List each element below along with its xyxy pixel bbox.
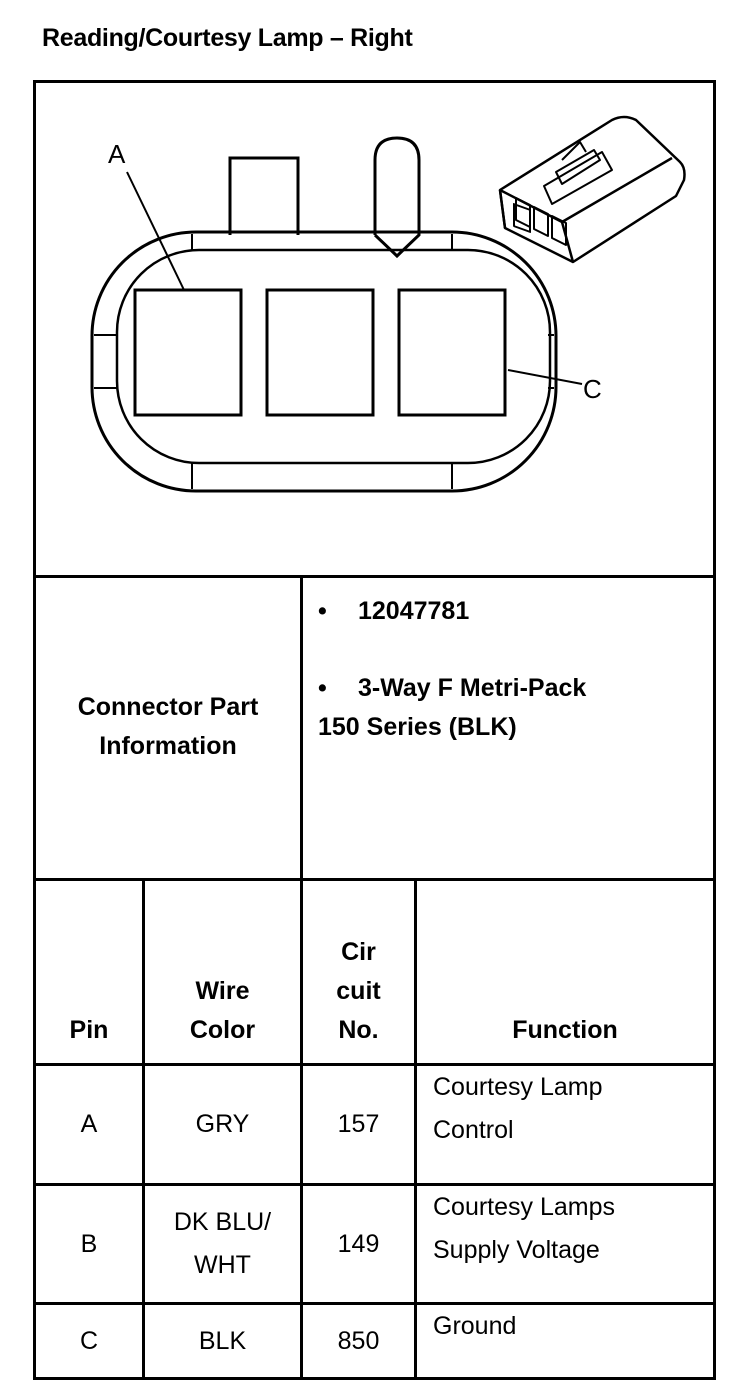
divider-info bbox=[33, 878, 716, 881]
header-function: Function bbox=[512, 1016, 618, 1044]
table-row-a-circuit: 157 bbox=[337, 1110, 380, 1138]
leader-line-a bbox=[126, 171, 185, 291]
table-row-b-circuit: 149 bbox=[337, 1229, 380, 1258]
table-row-c-pin: C bbox=[79, 1326, 99, 1355]
cavity-c bbox=[397, 288, 507, 417]
table-row-a-function: Courtesy Lamp Control bbox=[433, 1073, 603, 1144]
part-number-bullet: • bbox=[318, 597, 327, 625]
description-line1: 3-Way F Metri-Pack bbox=[358, 674, 587, 702]
part-number: 12047781 bbox=[358, 597, 470, 625]
leader-line-c bbox=[507, 369, 583, 385]
connector-info-label: Connector Part Information bbox=[77, 693, 259, 760]
connector-housing-outer bbox=[90, 230, 558, 493]
page-title: Reading/Courtesy Lamp – Right bbox=[42, 24, 413, 52]
connector-iso-illustration bbox=[498, 115, 686, 264]
label-a: A bbox=[108, 139, 126, 169]
description-line2: 150 Series (BLK) bbox=[318, 713, 517, 741]
divider-diagram bbox=[33, 575, 716, 578]
table-row-a-wire: GRY bbox=[195, 1110, 250, 1138]
divider-header bbox=[33, 1063, 716, 1066]
divider-row-b bbox=[33, 1302, 716, 1305]
table-row-c-wire: BLK bbox=[198, 1326, 247, 1355]
table-row-c-function: Ground bbox=[433, 1312, 517, 1340]
cavity-a bbox=[133, 288, 243, 417]
header-pin: Pin bbox=[69, 1016, 109, 1044]
connector-diagram: A C bbox=[90, 115, 686, 493]
cavity-b bbox=[265, 288, 375, 417]
divider-col-wire bbox=[300, 878, 303, 1380]
connector-latch-tab bbox=[228, 156, 300, 235]
divider-row-a bbox=[33, 1183, 716, 1186]
connector-housing-inner bbox=[115, 248, 552, 465]
divider-col-pin bbox=[142, 878, 145, 1380]
table-row-b-pin: B bbox=[80, 1229, 98, 1258]
table-row-c-circuit: 850 bbox=[337, 1326, 380, 1355]
table-row-b-function: Courtesy Lamps Supply Voltage bbox=[433, 1193, 616, 1264]
description-bullet: • bbox=[318, 674, 327, 702]
header-circuit-no: Cir cuit No. bbox=[336, 938, 381, 1044]
label-c: C bbox=[583, 374, 602, 404]
divider-info-col bbox=[300, 575, 303, 881]
table-row-b-wire: DK BLU/ WHT bbox=[173, 1208, 272, 1279]
connector-table-frame bbox=[33, 80, 716, 1380]
connector-key bbox=[373, 136, 421, 259]
header-wire-color: Wire Color bbox=[189, 977, 256, 1044]
divider-col-circuit bbox=[414, 878, 417, 1380]
table-row-a-pin: A bbox=[80, 1110, 98, 1138]
